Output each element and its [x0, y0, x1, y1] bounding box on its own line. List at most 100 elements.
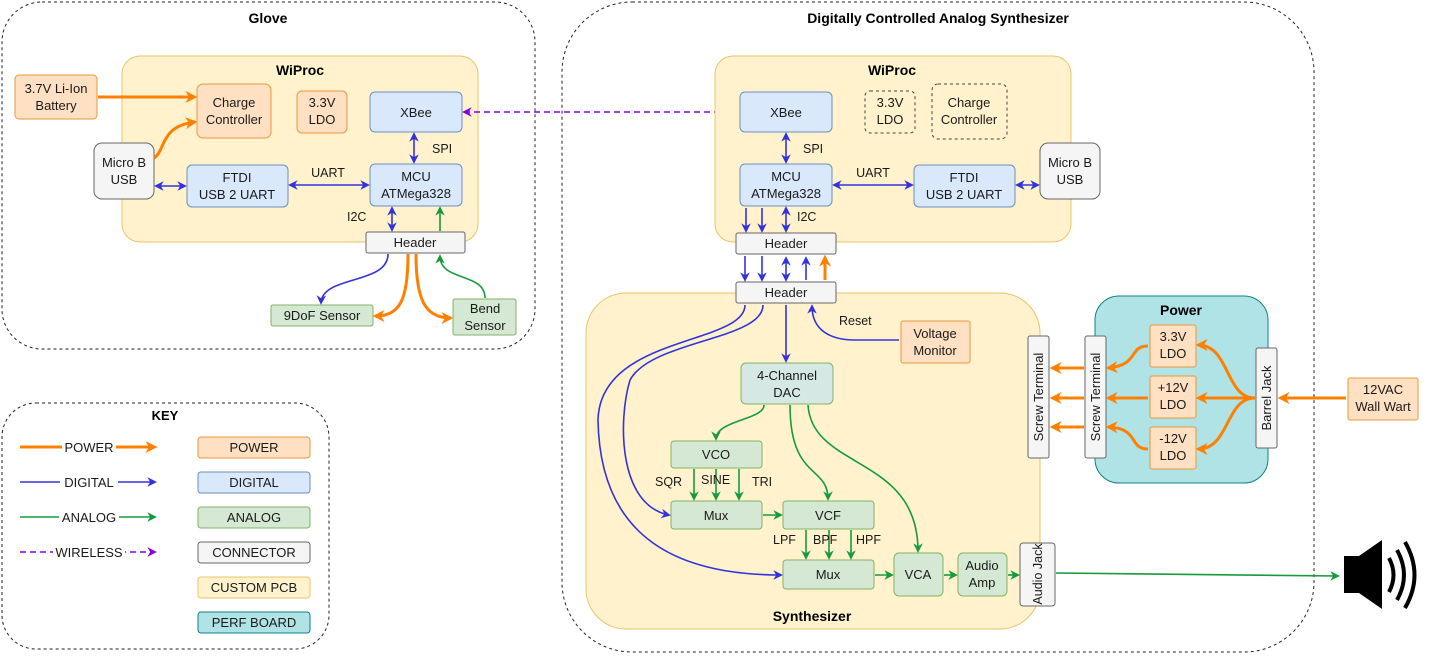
synth-uart-label: UART — [856, 166, 890, 180]
speaker-icon — [1344, 540, 1417, 609]
screw-terminal-right-label: Screw Terminal — [1088, 353, 1103, 442]
synth-ldo-label-2: LDO — [877, 112, 904, 127]
synth-usb-label-2: USB — [1057, 172, 1084, 187]
svg-text:Battery: Battery — [35, 98, 77, 113]
wall-wart — [1347, 377, 1419, 421]
key-connector-box — [197, 541, 311, 564]
barrel-jack-label: Barrel Jack — [1259, 365, 1274, 431]
dac-to-vca — [807, 404, 923, 553]
ldo-3v3-label-2: LDO — [1160, 346, 1187, 361]
synth-wiproc-title: WiProc — [868, 62, 916, 78]
svg-text:Amp: Amp — [969, 575, 996, 590]
glove-header-label: Header — [394, 235, 437, 250]
svg-text:DAC: DAC — [773, 385, 800, 400]
reset-label: Reset — [839, 314, 872, 328]
synth-usb-label-1: Micro B — [1048, 155, 1092, 170]
glove-header-to-9dof — [316, 253, 389, 305]
glove-header — [365, 231, 466, 254]
key-connector-box-label: CONNECTOR — [212, 545, 296, 560]
svg-text:LDO: LDO — [877, 112, 904, 127]
ldo-p12-label-1: +12V — [1158, 380, 1189, 395]
svg-text:Wall Wart: Wall Wart — [1355, 399, 1411, 414]
svg-text:MCU: MCU — [771, 169, 801, 184]
glove-wiproc-board — [121, 55, 479, 243]
svg-text:ATMega328: ATMega328 — [381, 186, 451, 201]
svg-text:MCU: MCU — [401, 169, 431, 184]
glove-uart-label: UART — [311, 166, 345, 180]
svg-text:USB: USB — [111, 172, 138, 187]
svg-text:USB 2 UART: USB 2 UART — [926, 187, 1002, 202]
wall-wart-label-1: 12VAC — [1363, 382, 1403, 397]
dac-block — [740, 362, 834, 405]
key-power-box — [197, 436, 311, 459]
svg-text:Charge: Charge — [948, 95, 991, 110]
glove-ldo — [296, 90, 348, 134]
svg-text:USB 2 UART: USB 2 UART — [199, 187, 275, 202]
vcf-hpf-label: HPF — [856, 533, 881, 547]
synth-header-bottom — [735, 281, 837, 304]
dac-label-1: 4-Channel — [757, 368, 817, 383]
glove-mcu — [369, 163, 463, 207]
svg-text:3.7V Li-Ion: 3.7V Li-Ion — [25, 81, 88, 96]
svg-text:+12V: +12V — [1158, 380, 1189, 395]
key-analog-box — [197, 506, 311, 529]
voltage-monitor-label-2: Monitor — [913, 343, 957, 358]
svg-text:FTDI: FTDI — [950, 170, 979, 185]
dac-label-2: DAC — [773, 385, 800, 400]
key-analog-line-label: ANALOG — [62, 510, 116, 525]
audio-jack — [1019, 542, 1056, 607]
svg-text:Voltage: Voltage — [913, 326, 956, 341]
key-wireless-line-label: WIRELESS — [55, 545, 123, 560]
battery-box — [14, 74, 98, 120]
glove-xbee-label: XBee — [400, 105, 432, 120]
synth-mcu-label-1: MCU — [771, 169, 801, 184]
vco-label: VCO — [702, 447, 730, 462]
key-power-box-label: POWER — [229, 440, 278, 455]
synth-ldo-label-1: 3.3V — [877, 95, 904, 110]
glove-9dof-label: 9DoF Sensor — [284, 308, 361, 323]
svg-text:12VAC: 12VAC — [1363, 382, 1403, 397]
synthesizer-title: Synthesizer — [773, 608, 852, 624]
audio-amp-block — [957, 552, 1008, 597]
barrel-jack — [1255, 347, 1278, 449]
synth-mcu-label-2: ATMega328 — [751, 186, 821, 201]
svg-text:LDO: LDO — [1160, 397, 1187, 412]
screw-terminal-left — [1027, 335, 1050, 459]
glove-ldo-label-1: 3.3V — [309, 95, 336, 110]
vcf-lpf-label: LPF — [773, 533, 796, 547]
synth-charge-label-1: Charge — [948, 95, 991, 110]
ldo33-to-terminal — [1105, 344, 1149, 374]
glove-ldo-label-2: LDO — [309, 112, 336, 127]
battery-label-1: 3.7V Li-Ion — [25, 81, 88, 96]
svg-text:Micro B: Micro B — [102, 155, 146, 170]
synth-xbee — [739, 91, 833, 133]
svg-text:Controller: Controller — [941, 112, 998, 127]
key-digital-box — [197, 471, 311, 494]
glove-ftdi-label-2: USB 2 UART — [199, 187, 275, 202]
glove-bend-label-1: Bend — [470, 301, 500, 316]
ldo-m12-label-2: LDO — [1160, 448, 1187, 463]
svg-text:-12V: -12V — [1159, 431, 1187, 446]
synth-charge-label-2: Controller — [941, 112, 998, 127]
svg-text:USB: USB — [1057, 172, 1084, 187]
svg-text:4-Channel: 4-Channel — [757, 368, 817, 383]
synth-xbee-label: XBee — [770, 105, 802, 120]
voltage-monitor — [900, 320, 971, 364]
voltage-reset — [807, 304, 899, 341]
glove-bend-label-2: Sensor — [464, 318, 506, 333]
ldo-3v3-label-1: 3.3V — [1160, 329, 1187, 344]
synth-spi-label: SPI — [803, 142, 823, 156]
svg-text:3.3V: 3.3V — [877, 95, 904, 110]
vco-block — [670, 440, 763, 469]
glove-charge-label-1: Charge — [213, 95, 256, 110]
svg-text:ATMega328: ATMega328 — [751, 186, 821, 201]
header-to-mux2 — [597, 304, 783, 580]
screw-terminal-left-label: Screw Terminal — [1031, 353, 1046, 442]
glove-usb-to-charger — [153, 117, 198, 160]
mux1-label: Mux — [704, 508, 729, 523]
vco-sine-label: SINE — [701, 473, 730, 487]
svg-text:Charge: Charge — [213, 95, 256, 110]
glove-spi-label: SPI — [432, 142, 452, 156]
synth-frame — [561, 1, 1315, 653]
svg-text:LDO: LDO — [309, 112, 336, 127]
